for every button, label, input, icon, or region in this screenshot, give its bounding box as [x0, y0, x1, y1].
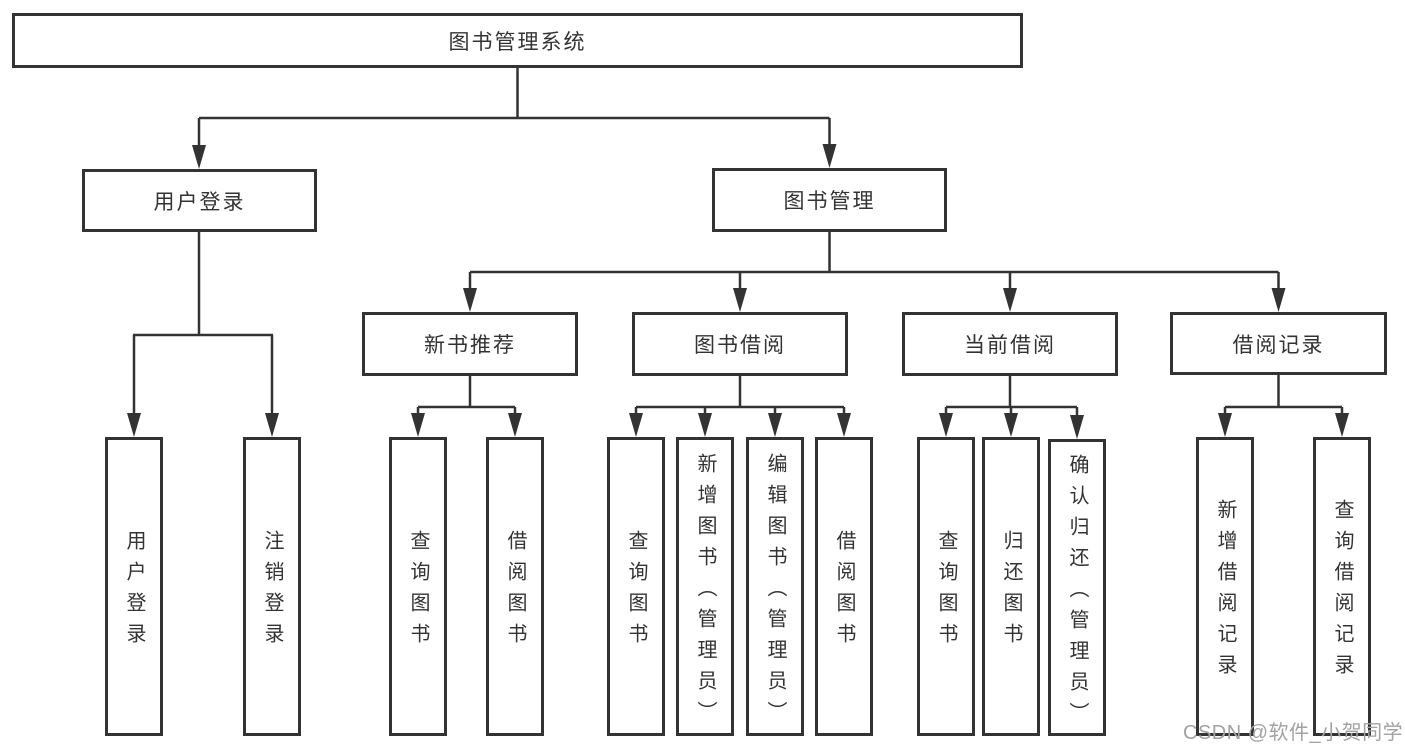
connector-rec-to-leaves — [418, 376, 515, 409]
node-borrowing-records: 借阅记录 — [1170, 312, 1387, 375]
node-book-management: 图书管理 — [712, 168, 947, 232]
node-book-borrowing: 图书借阅 — [632, 312, 848, 376]
node-user-login: 用户登录 — [82, 169, 317, 232]
node-leaf-query-borrow-record: 查询借阅记录 — [1313, 437, 1371, 736]
node-label: 借阅图书 — [504, 530, 526, 654]
node-leaf-edit-books-admin: 编辑图书（管理员） — [746, 437, 804, 736]
node-label: 新增借阅记录 — [1214, 499, 1236, 685]
node-leaf-logout: 注销登录 — [243, 437, 301, 736]
node-label: 当前借阅 — [964, 334, 1056, 357]
node-leaf-query-books-borrow: 查询图书 — [607, 437, 665, 736]
node-leaf-user-login: 用户登录 — [105, 437, 163, 736]
node-leaf-add-books-admin: 新增图书（管理员） — [676, 437, 734, 736]
node-label: 查询图书 — [935, 530, 957, 654]
node-label: 用户登录 — [123, 530, 145, 654]
node-label: 确认归还（管理员） — [1066, 453, 1088, 733]
node-new-book-recommendation: 新书推荐 — [362, 312, 578, 376]
node-leaf-return-books: 归还图书 — [982, 437, 1040, 736]
node-label: 图书借阅 — [694, 334, 786, 357]
csdn-watermark: CSDN @软件_小贺同学 — [1183, 722, 1404, 744]
node-label: 查询图书 — [625, 530, 647, 654]
node-label: 查询借阅记录 — [1331, 499, 1353, 685]
node-label: 注销登录 — [261, 530, 283, 654]
connector-borrow-to-leaves — [636, 376, 844, 409]
connector-login-to-leaves — [133, 232, 273, 337]
node-leaf-query-books-recommend: 查询图书 — [389, 437, 447, 736]
node-leaf-query-books-current: 查询图书 — [917, 437, 975, 736]
node-book-management-system: 图书管理系统 — [12, 13, 1023, 68]
node-label: 图书管理系统 — [448, 30, 587, 54]
node-label: 新书推荐 — [424, 334, 516, 357]
node-label: 新增图书（管理员） — [694, 452, 716, 732]
connector-mgmt-to-level3 — [470, 232, 1279, 274]
node-label: 查询图书 — [407, 530, 429, 654]
node-current-borrowing: 当前借阅 — [902, 312, 1118, 376]
connector-current-to-leaves — [946, 376, 1077, 409]
node-leaf-borrow-books-recommend: 借阅图书 — [486, 437, 544, 736]
connector-root-to-level2 — [199, 68, 830, 120]
node-label: 编辑图书（管理员） — [764, 452, 786, 732]
connector-records-to-leaves — [1225, 375, 1342, 409]
arrowheads — [127, 118, 1349, 439]
node-label: 用户登录 — [153, 190, 246, 214]
node-label: 借阅记录 — [1232, 333, 1325, 357]
node-leaf-confirm-return-admin: 确认归还（管理员） — [1048, 439, 1106, 736]
node-label: 归还图书 — [1000, 530, 1022, 654]
node-label: 借阅图书 — [833, 530, 855, 654]
node-label: 图书管理 — [783, 190, 876, 213]
node-leaf-add-borrow-record: 新增借阅记录 — [1196, 437, 1254, 736]
node-leaf-borrow-books: 借阅图书 — [815, 437, 873, 736]
